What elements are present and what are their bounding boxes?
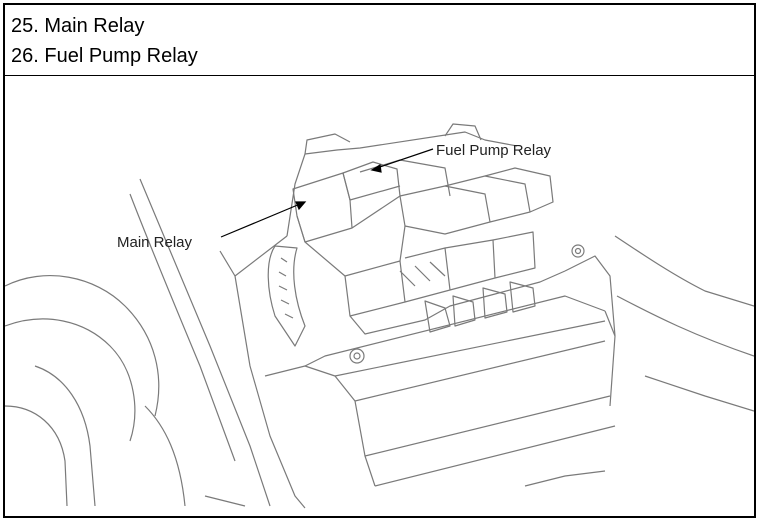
engine-bay-line-art: [5, 123, 754, 509]
fuel-pump-relay-leader-line: [376, 148, 434, 169]
main-relay-arrow-icon: [295, 201, 307, 211]
fuel-pump-relay-callout: Fuel Pump Relay: [436, 142, 552, 159]
callout-leaders: [220, 148, 434, 238]
legend-item-main-relay: 25. Main Relay: [11, 15, 145, 37]
legend-item-fuel-pump-relay: 26. Fuel Pump Relay: [11, 45, 198, 67]
figure-frame: 25. Main Relay 26. Fuel Pump Relay: [3, 3, 756, 518]
main-relay-callout: Main Relay: [117, 234, 193, 251]
relay-box-illustration: Fuel Pump Relay Main Relay: [5, 123, 754, 509]
fuel-pump-relay-arrow-icon: [370, 164, 382, 173]
relay-box-diagram: Fuel Pump Relay Main Relay: [5, 76, 754, 516]
legend-header: 25. Main Relay 26. Fuel Pump Relay: [5, 5, 754, 76]
main-relay-leader-line: [220, 203, 301, 238]
